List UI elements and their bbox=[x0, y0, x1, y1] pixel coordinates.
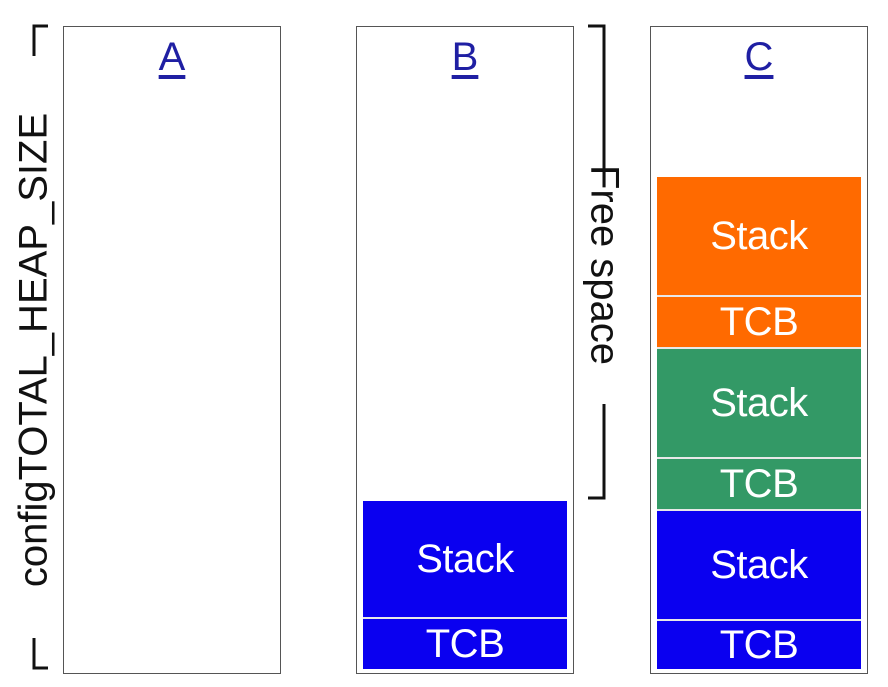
tcb-label: TCB bbox=[719, 461, 799, 506]
stack-label: Stack bbox=[710, 542, 808, 587]
tcb-label: TCB bbox=[425, 621, 505, 666]
heap-size-bracket bbox=[32, 24, 48, 670]
stack-block: Stack bbox=[657, 509, 861, 619]
tcb-block: TCB bbox=[657, 295, 861, 347]
column-a-title: A bbox=[158, 35, 186, 79]
tcb-block: TCB bbox=[657, 457, 861, 509]
stack-label: Stack bbox=[710, 380, 808, 425]
free-space-bracket bbox=[588, 24, 606, 500]
stack-block: Stack bbox=[363, 501, 567, 617]
heap-size-label: configTOTAL_HEAP_SIZE bbox=[11, 112, 56, 588]
heap-column-b: B Stack TCB bbox=[356, 26, 574, 674]
stack-label: Stack bbox=[416, 536, 514, 581]
stack-block: Stack bbox=[657, 177, 861, 295]
stack-block: Stack bbox=[657, 347, 861, 457]
tcb-block: TCB bbox=[657, 619, 861, 669]
heap-column-c: C Stack TCB Stack TCB Stack TCB bbox=[650, 26, 868, 674]
heap-column-a: A bbox=[63, 26, 281, 674]
stack-label: Stack bbox=[710, 213, 808, 258]
column-b-title: B bbox=[451, 35, 479, 79]
tcb-label: TCB bbox=[719, 622, 799, 667]
tcb-block: TCB bbox=[363, 617, 567, 669]
column-c-title: C bbox=[744, 35, 774, 79]
free-space-label: Free space bbox=[582, 164, 627, 366]
tcb-label: TCB bbox=[719, 299, 799, 344]
